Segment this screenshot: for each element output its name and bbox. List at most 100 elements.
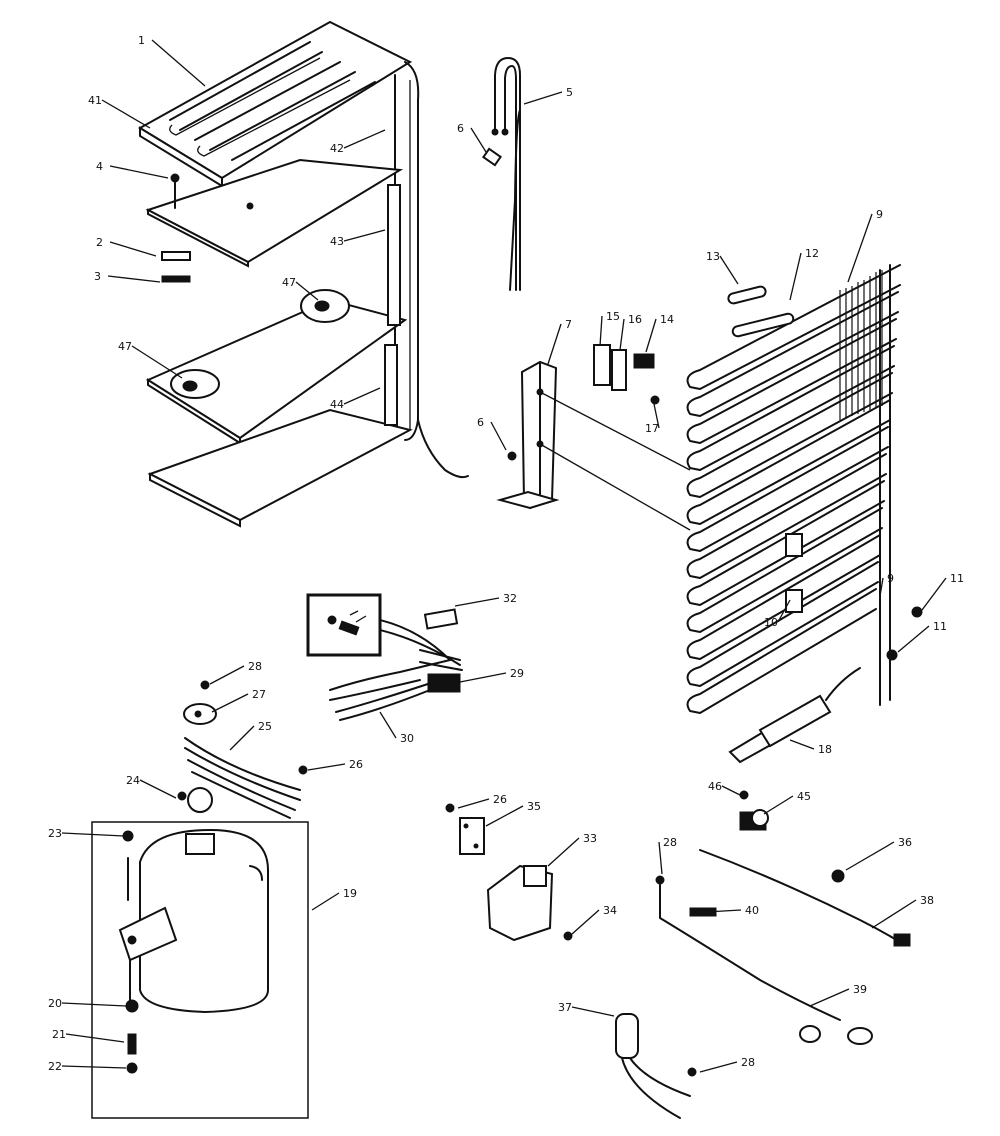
evaporator-bracket: [496, 360, 691, 531]
callout-leader-line: [789, 739, 815, 750]
part-number-label: 12: [805, 247, 819, 260]
callout-leader-line: [645, 318, 657, 353]
coil-loop: [686, 372, 893, 498]
capillary-tube-assembly: [482, 57, 521, 291]
part-number-label: 16: [628, 313, 642, 326]
part-number-label: 11: [933, 620, 947, 633]
callout-leader-line: [379, 711, 397, 739]
callout-leader-line: [139, 779, 177, 799]
callout-leader-line: [763, 795, 794, 815]
part-number-label: 22: [48, 1060, 62, 1073]
callout-leader-line: [653, 403, 660, 429]
coil-loop: [686, 399, 891, 525]
part-number-label: 27: [252, 688, 266, 701]
callout-leader-line: [523, 91, 563, 105]
part-number-label: 17: [645, 422, 659, 435]
callout-leader-line: [131, 345, 183, 379]
callout-leader-line: [107, 275, 161, 283]
part-number-label: 15: [606, 310, 620, 323]
coil-loop: [686, 453, 887, 579]
callout-leader-line: [61, 832, 125, 837]
callout-leader-line: [229, 725, 255, 751]
part-number-label: 6: [477, 416, 484, 429]
evaporator-coil: [593, 264, 923, 764]
callout-leader-line: [109, 165, 169, 179]
callout-leader-line: [845, 841, 895, 871]
part-number-label: 36: [898, 836, 912, 849]
callout-leader-line: [211, 693, 249, 713]
wiring-harness: [177, 593, 463, 819]
part-number-label: 3: [94, 270, 101, 283]
part-number-label: 38: [920, 894, 934, 907]
callout-leader-line: [619, 318, 625, 351]
part-number-label: 46: [708, 780, 722, 793]
callout-leader-line: [571, 1006, 615, 1017]
part-number-label: 20: [48, 997, 62, 1010]
callout-leader-line: [109, 241, 157, 257]
part-number-label: 10: [764, 616, 778, 629]
part-number-label: 11: [950, 572, 964, 585]
callout-leader-line: [459, 672, 507, 683]
part-number-label: 5: [566, 86, 573, 99]
part-number-label: 21: [52, 1028, 66, 1041]
part-number-label: 2: [96, 236, 103, 249]
coil-loop: [686, 345, 895, 471]
part-number-label: 33: [583, 832, 597, 845]
callout-leader-line: [65, 1033, 125, 1043]
part-number-label: 26: [349, 758, 363, 771]
callout-leader-line: [809, 988, 850, 1007]
callout-leader-line: [311, 892, 340, 911]
callout-leader-line: [295, 281, 319, 301]
callout-leader-line: [571, 909, 600, 935]
part-number-label: 43: [330, 235, 344, 248]
part-number-label: 44: [330, 398, 344, 411]
callout-leader-line: [343, 387, 381, 405]
part-number-label: 37: [558, 1001, 572, 1014]
callout-leader-line: [847, 213, 873, 283]
part-number-label: 39: [853, 983, 867, 996]
part-number-label: 28: [663, 836, 677, 849]
callout-leader-line: [343, 129, 386, 149]
coil-loop: [686, 507, 883, 633]
part-number-label: 41: [88, 94, 102, 107]
callout-leader-line: [457, 798, 490, 809]
coil-loop: [686, 426, 889, 552]
callout-leader-line: [307, 763, 346, 771]
callout-leader-line: [599, 315, 603, 347]
coil-loop: [686, 264, 901, 390]
callout-leader-line: [658, 841, 663, 875]
part-number-label: 4: [96, 160, 103, 173]
part-number-label: 26: [493, 793, 507, 806]
callout-leader-line: [101, 99, 151, 129]
coil-loop: [686, 318, 897, 444]
part-number-label: 1: [138, 34, 145, 47]
callout-leader-line: [485, 805, 524, 827]
coil-loop: [686, 291, 899, 417]
callout-leader-line: [705, 909, 742, 913]
compressor-assembly: [91, 821, 309, 1119]
callout-leader-line: [490, 421, 507, 451]
callout-leader-line: [777, 599, 791, 623]
part-number-label: 9: [887, 572, 894, 585]
part-number-label: 28: [248, 660, 262, 673]
part-number-label: 45: [797, 790, 811, 803]
relay-assembly: [445, 803, 573, 942]
callout-leader-line: [454, 597, 500, 607]
power-cord-assembly: [615, 790, 911, 1119]
part-number-label: 28: [741, 1056, 755, 1069]
part-number-label: 9: [876, 208, 883, 221]
part-number-label: 19: [343, 887, 357, 900]
callout-leader-line: [61, 1065, 127, 1069]
coil-loop: [686, 480, 885, 606]
coil-loop: [686, 561, 879, 687]
callout-leader-line: [343, 229, 386, 242]
callout-leader-line: [721, 785, 741, 796]
part-number-label: 30: [400, 732, 414, 745]
part-number-label: 25: [258, 720, 272, 733]
callout-leader-line: [699, 1061, 738, 1073]
coil-loop: [686, 534, 881, 660]
part-number-label: 14: [660, 313, 674, 326]
part-number-label: 42: [330, 142, 344, 155]
callout-leader-line: [879, 577, 884, 597]
